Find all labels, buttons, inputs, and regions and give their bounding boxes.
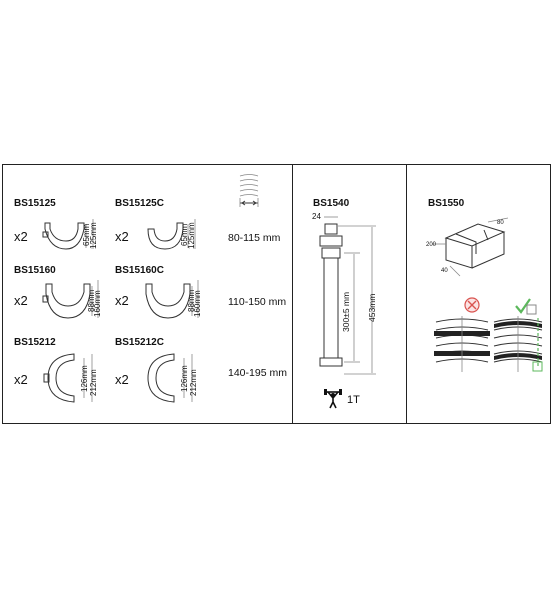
- kit-panel-frame: [2, 164, 551, 424]
- product-code: BS1550: [428, 198, 465, 209]
- product-code: BS15125C: [115, 198, 164, 209]
- quantity-label: x2: [14, 372, 28, 387]
- jaw-plate-icon: [42, 280, 99, 319]
- dim-small-label: 126mm: [80, 365, 89, 392]
- spring-icon: [239, 174, 259, 207]
- capacity-label: 1T: [347, 394, 360, 406]
- not-allowed-icon: [464, 297, 480, 313]
- product-code: BS15212C: [115, 337, 164, 348]
- quantity-label: x2: [115, 229, 129, 244]
- spring-range-label: 110-150 mm: [228, 296, 287, 308]
- panel-divider-1: [292, 164, 293, 424]
- total-dim-label: 453mm: [367, 293, 377, 322]
- jaw-plate-icon: [43, 353, 93, 403]
- spring-correct-usage-drawing: [493, 316, 543, 372]
- product-code: BS1540: [313, 198, 350, 209]
- dim-large-label: 212mm: [89, 369, 98, 396]
- threaded-spindle-drawing: [319, 216, 376, 375]
- adapter-dim-label: 80: [497, 220, 504, 226]
- product-code: BS15160C: [115, 265, 164, 276]
- stroke-dim-label: 300±5 mm: [341, 291, 351, 332]
- top-dim-label: 24: [312, 212, 321, 221]
- dim-large-label: 160mm: [193, 290, 202, 317]
- dim-small-label: 126mm: [180, 365, 189, 392]
- jaw-plate-c-icon: [145, 280, 199, 319]
- dim-large-label: 125mm: [187, 222, 196, 249]
- weightlifter-icon: [324, 389, 342, 409]
- panel-divider-2: [406, 164, 407, 424]
- spring-wrong-usage-drawing: [434, 316, 490, 372]
- product-code: BS15212: [14, 337, 56, 348]
- quantity-label: x2: [115, 293, 129, 308]
- spring-range-label: 140-195 mm: [228, 367, 287, 379]
- dim-large-label: 212mm: [189, 369, 198, 396]
- product-code: BS15160: [14, 265, 56, 276]
- quantity-label: x2: [115, 372, 129, 387]
- dim-large-label: 125mm: [89, 222, 98, 249]
- jaw-plate-icon: [42, 219, 94, 250]
- dim-large-label: 160mm: [93, 290, 102, 317]
- adapter-block-drawing: [432, 217, 509, 277]
- check-icon: [515, 298, 537, 315]
- adapter-dim-label: 200: [426, 242, 437, 248]
- spring-range-label: 80-115 mm: [228, 232, 281, 244]
- quantity-label: x2: [14, 229, 28, 244]
- jaw-plate-c-icon: [147, 353, 193, 403]
- jaw-plate-c-icon: [147, 219, 196, 250]
- adapter-dim-label: 40: [441, 268, 448, 274]
- product-code: BS15125: [14, 198, 56, 209]
- quantity-label: x2: [14, 293, 28, 308]
